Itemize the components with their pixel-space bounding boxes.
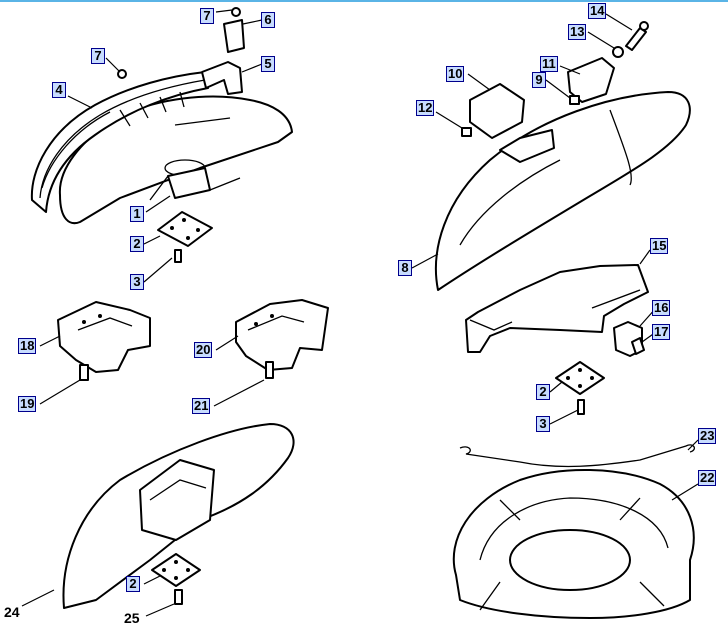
- leader-lines: [21, 9, 699, 617]
- callout-7-top: 7: [200, 8, 214, 24]
- box-mount-24: [139, 459, 215, 541]
- screw-3-upper: [174, 249, 182, 263]
- callout-23: 23: [698, 428, 717, 444]
- screw-21: [265, 361, 274, 379]
- callout-20: 20: [194, 342, 213, 358]
- deflector-4-group: [30, 71, 293, 225]
- callout-13: 13: [568, 24, 587, 40]
- callout-19: 19: [18, 396, 37, 412]
- callout-15: 15: [650, 238, 669, 254]
- callout-12: 12: [416, 100, 435, 116]
- callout-21: 21: [192, 398, 211, 414]
- callout-17: 17: [652, 324, 671, 340]
- callout-2-lower: 2: [126, 576, 140, 592]
- callout-1: 1: [130, 206, 144, 222]
- mount-8-base: [499, 129, 555, 163]
- callout-22: 22: [698, 470, 717, 486]
- nut-12: [461, 127, 472, 137]
- screw-19: [79, 364, 89, 381]
- deflector-15: [465, 264, 649, 353]
- plate-2-upper: [157, 211, 213, 247]
- nut-9: [569, 95, 580, 105]
- callout-3-right: 3: [536, 416, 550, 432]
- spring-23: [459, 444, 695, 468]
- ring-22-hole: [509, 529, 631, 591]
- callout-11: 11: [540, 56, 558, 72]
- callout-8: 8: [398, 260, 412, 276]
- washer-13: [612, 46, 624, 58]
- label-24: 24: [4, 604, 20, 620]
- bolt-14: [625, 27, 647, 51]
- plate-2-right: [555, 361, 605, 395]
- block-10: [469, 83, 525, 139]
- callout-6: 6: [261, 12, 275, 28]
- screw-7-top: [231, 7, 241, 17]
- callout-18: 18: [18, 338, 37, 354]
- callout-16: 16: [652, 300, 671, 316]
- callout-3-upper: 3: [130, 274, 144, 290]
- callout-7-left: 7: [91, 48, 105, 64]
- callout-2-upper: 2: [130, 236, 144, 252]
- mount-20: [235, 299, 329, 371]
- callout-10: 10: [446, 66, 465, 82]
- callout-5: 5: [261, 56, 275, 72]
- label-25: 25: [124, 610, 140, 626]
- top-rule: [0, 0, 728, 2]
- callout-9: 9: [532, 72, 546, 88]
- deflector-8-body: [434, 91, 691, 291]
- screw-3-right: [577, 399, 585, 415]
- callout-4: 4: [52, 82, 66, 98]
- mount-18: [57, 301, 151, 373]
- bracket-5: [201, 61, 243, 95]
- screw-25: [174, 589, 183, 605]
- callout-2-right: 2: [536, 384, 550, 400]
- block-11: [567, 57, 615, 103]
- screw-17: [631, 337, 645, 355]
- plate-2-lower: [151, 553, 201, 587]
- clamp-6: [223, 19, 245, 53]
- callout-14: 14: [588, 3, 607, 19]
